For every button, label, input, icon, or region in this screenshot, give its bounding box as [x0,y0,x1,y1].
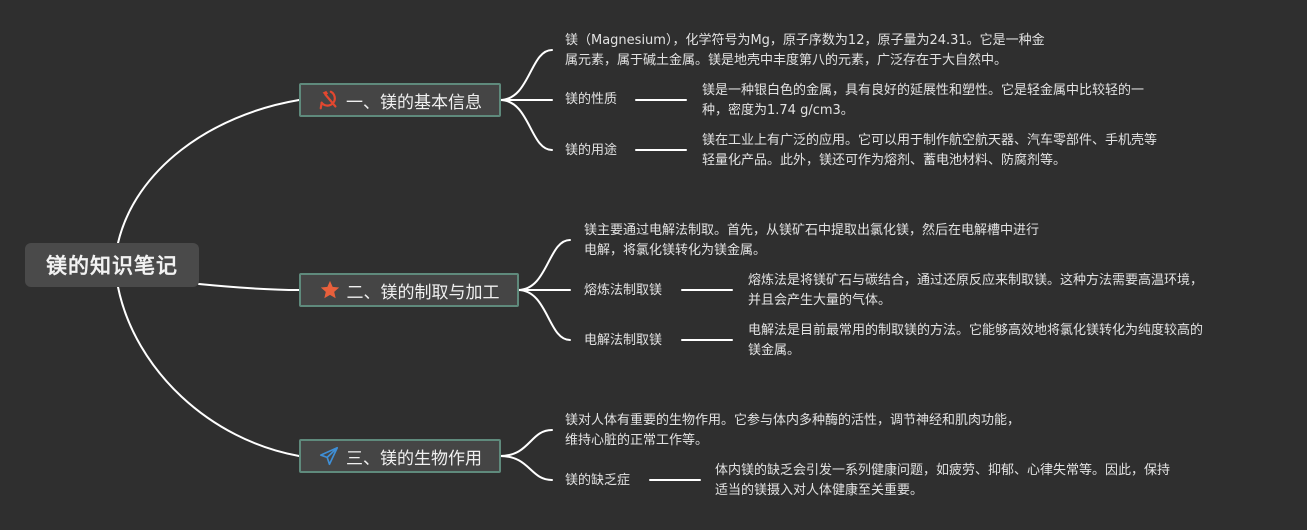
desc-line: 镁是一种银白色的金属，具有良好的延展性和塑性。它是轻金属中比较轻的一 [702,83,1145,98]
topic-properties-desc[interactable]: 镁是一种银白色的金属，具有良好的延展性和塑性。它是轻金属中比较轻的一 种，密度为… [702,81,1144,121]
desc-line: 种，密度为1.74 g/cm3。 [702,103,854,118]
topic-smelting-desc[interactable]: 熔炼法是将镁矿石与碳结合，通过还原反应来制取镁。这种方法需要高温环境， 并且会产… [748,271,1203,311]
desc-line: 并且会产生大量的气体。 [748,293,892,308]
connector-root-branch-3 [117,286,300,457]
intro-line: 属元素，属于碱土金属。镁是地壳中丰度第八的元素，广泛存在于大自然中。 [565,53,1008,68]
connector-b1-item-2 [499,99,553,151]
star-icon [319,279,341,301]
root-topic[interactable]: 镁的知识笔记 [25,243,199,287]
connector-root-branch-1 [117,99,300,244]
hammer-sickle-icon [318,89,340,111]
branch-title: 三、镁的生物作用 [346,448,482,469]
branch-basic-info[interactable]: 一、镁的基本信息 [299,83,501,117]
desc-line: 适当的镁摄入对人体健康至关重要。 [715,483,924,498]
branch-production-intro[interactable]: 镁主要通过电解法制取。首先，从镁矿石中提取出氯化镁，然后在电解槽中进行 电解，将… [584,221,1039,261]
desc-line: 镁金属。 [748,343,801,358]
topic-uses[interactable]: 镁的用途 [565,143,618,158]
branch-title: 一、镁的基本信息 [346,92,482,113]
branch-basic-info-intro[interactable]: 镁（Magnesium），化学符号为Mg，原子序数为12，原子量为24.31。它… [565,31,1045,71]
topic-deficiency-desc[interactable]: 体内镁的缺乏会引发一系列健康问题，如疲劳、抑郁、心律失常等。因此，保持 适当的镁… [715,461,1170,501]
connector-b3-intro [499,429,553,457]
desc-line: 轻量化产品。此外，镁还可作为熔剂、蓄电池材料、防腐剂等。 [702,153,1067,168]
topic-properties[interactable]: 镁的性质 [565,92,618,107]
connector-b1-intro [499,49,553,101]
topic-smelting[interactable]: 熔炼法制取镁 [584,283,663,298]
intro-line: 镁对人体有重要的生物作用。它参与体内多种酶的活性，调节神经和肌肉功能， [565,413,1021,428]
connector-b3-item-1 [499,455,553,481]
connector-b2-intro [517,239,571,291]
intro-line: 电解，将氯化镁转化为镁金属。 [584,243,767,258]
connector-root-branch-2 [198,283,300,291]
branch-production[interactable]: 二、镁的制取与加工 [299,273,519,307]
topic-uses-desc[interactable]: 镁在工业上有广泛的应用。它可以用于制作航空航天器、汽车零部件、手机壳等 轻量化产… [702,131,1157,171]
branch-biology-intro[interactable]: 镁对人体有重要的生物作用。它参与体内多种酶的活性，调节神经和肌肉功能， 维持心脏… [565,411,1020,451]
desc-line: 电解法是目前最常用的制取镁的方法。它能够高效地将氯化镁转化为纯度较高的 [748,323,1204,338]
desc-line: 体内镁的缺乏会引发一系列健康问题，如疲劳、抑郁、心律失常等。因此，保持 [715,463,1171,478]
branch-title: 二、镁的制取与加工 [346,282,500,303]
desc-line: 熔炼法是将镁矿石与碳结合，通过还原反应来制取镁。这种方法需要高温环境， [748,273,1204,288]
connector-b2-item-2 [517,289,571,341]
desc-line: 镁在工业上有广泛的应用。它可以用于制作航空航天器、汽车零部件、手机壳等 [702,133,1158,148]
topic-deficiency[interactable]: 镁的缺乏症 [565,473,631,488]
branch-biology[interactable]: 三、镁的生物作用 [299,439,501,473]
intro-line: 镁主要通过电解法制取。首先，从镁矿石中提取出氯化镁，然后在电解槽中进行 [584,223,1040,238]
intro-line: 维持心脏的正常工作等。 [565,433,709,448]
root-title: 镁的知识笔记 [46,254,178,278]
intro-line: 镁（Magnesium），化学符号为Mg，原子序数为12，原子量为24.31。它… [565,33,1045,48]
topic-electrolysis[interactable]: 电解法制取镁 [584,333,663,348]
paper-plane-icon [318,445,340,467]
topic-electrolysis-desc[interactable]: 电解法是目前最常用的制取镁的方法。它能够高效地将氯化镁转化为纯度较高的 镁金属。 [748,321,1203,361]
